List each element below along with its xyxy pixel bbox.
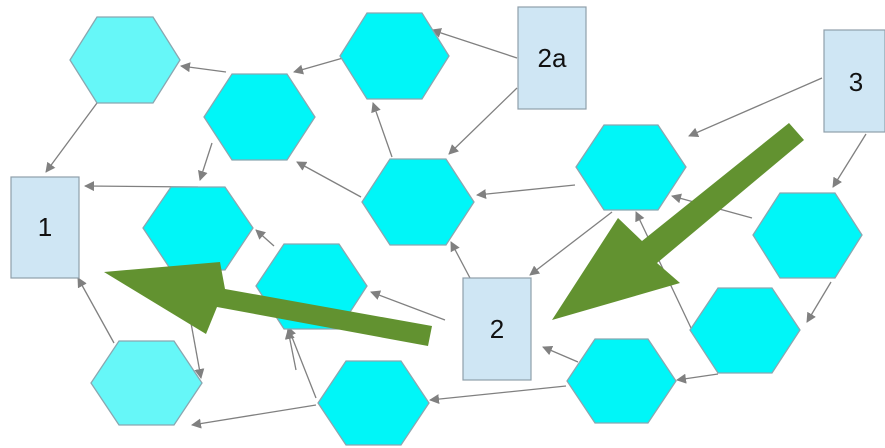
edge-box2a-to-h2	[431, 28, 518, 59]
box-2: 2	[462, 277, 532, 381]
box-2a: 2a	[517, 6, 587, 110]
hexagon-node	[575, 124, 687, 211]
box-3: 3	[823, 29, 885, 133]
hexagon-node	[339, 12, 450, 100]
hexagon-node	[566, 338, 677, 424]
box-3-label: 3	[849, 67, 863, 97]
hexagon-node	[317, 360, 430, 446]
edge-h6-to-h2	[371, 102, 393, 158]
big-arrow-2-to-1	[104, 262, 432, 346]
box-2a-label: 2a	[538, 43, 567, 73]
edge-h7-to-h6	[476, 184, 576, 200]
edge-h1-to-box1	[45, 102, 98, 173]
edge-h7-to-box2	[529, 211, 613, 276]
edge-h10-to-h11	[676, 373, 719, 384]
box-2-label: 2	[490, 314, 504, 344]
edge-box2-to-h6	[450, 241, 471, 279]
edge-h11-to-box2	[542, 345, 579, 363]
box-1: 1	[10, 176, 80, 279]
edge-h11-to-h13	[429, 385, 567, 405]
box-1-label: 1	[38, 212, 52, 242]
edge-h3-to-h1	[180, 62, 227, 73]
hexagon-node	[689, 287, 801, 374]
edge-h6-to-h5	[296, 161, 362, 198]
edge-box3-to-h8	[832, 133, 867, 188]
edge-h13-to-box2	[284, 329, 297, 371]
edge-h13-to-h12	[191, 404, 317, 429]
edge-box3-to-h7	[688, 77, 823, 137]
edge-h8-to-h10	[806, 281, 832, 323]
hexagon-node	[361, 158, 475, 246]
edge-box2a-to-h6	[448, 87, 518, 155]
edge-h2-to-h3	[293, 57, 344, 75]
hexagon-node	[90, 340, 203, 426]
edge-box2-to-h9	[370, 290, 446, 321]
edge-h3-to-h4	[198, 142, 213, 181]
hexagon-node	[69, 16, 181, 104]
edge-h12-to-box1	[77, 277, 115, 344]
label-boxes: 1 2 2a 3	[10, 6, 885, 381]
hexagon-node	[203, 73, 316, 161]
big-arrow-3-to-2	[552, 123, 804, 320]
hexagon-node	[752, 192, 863, 279]
highlight-arrows	[104, 123, 804, 346]
hexagon-node	[142, 186, 254, 271]
edge-h9-to-h4	[255, 229, 275, 247]
edge-h13-to-h9	[286, 326, 317, 399]
